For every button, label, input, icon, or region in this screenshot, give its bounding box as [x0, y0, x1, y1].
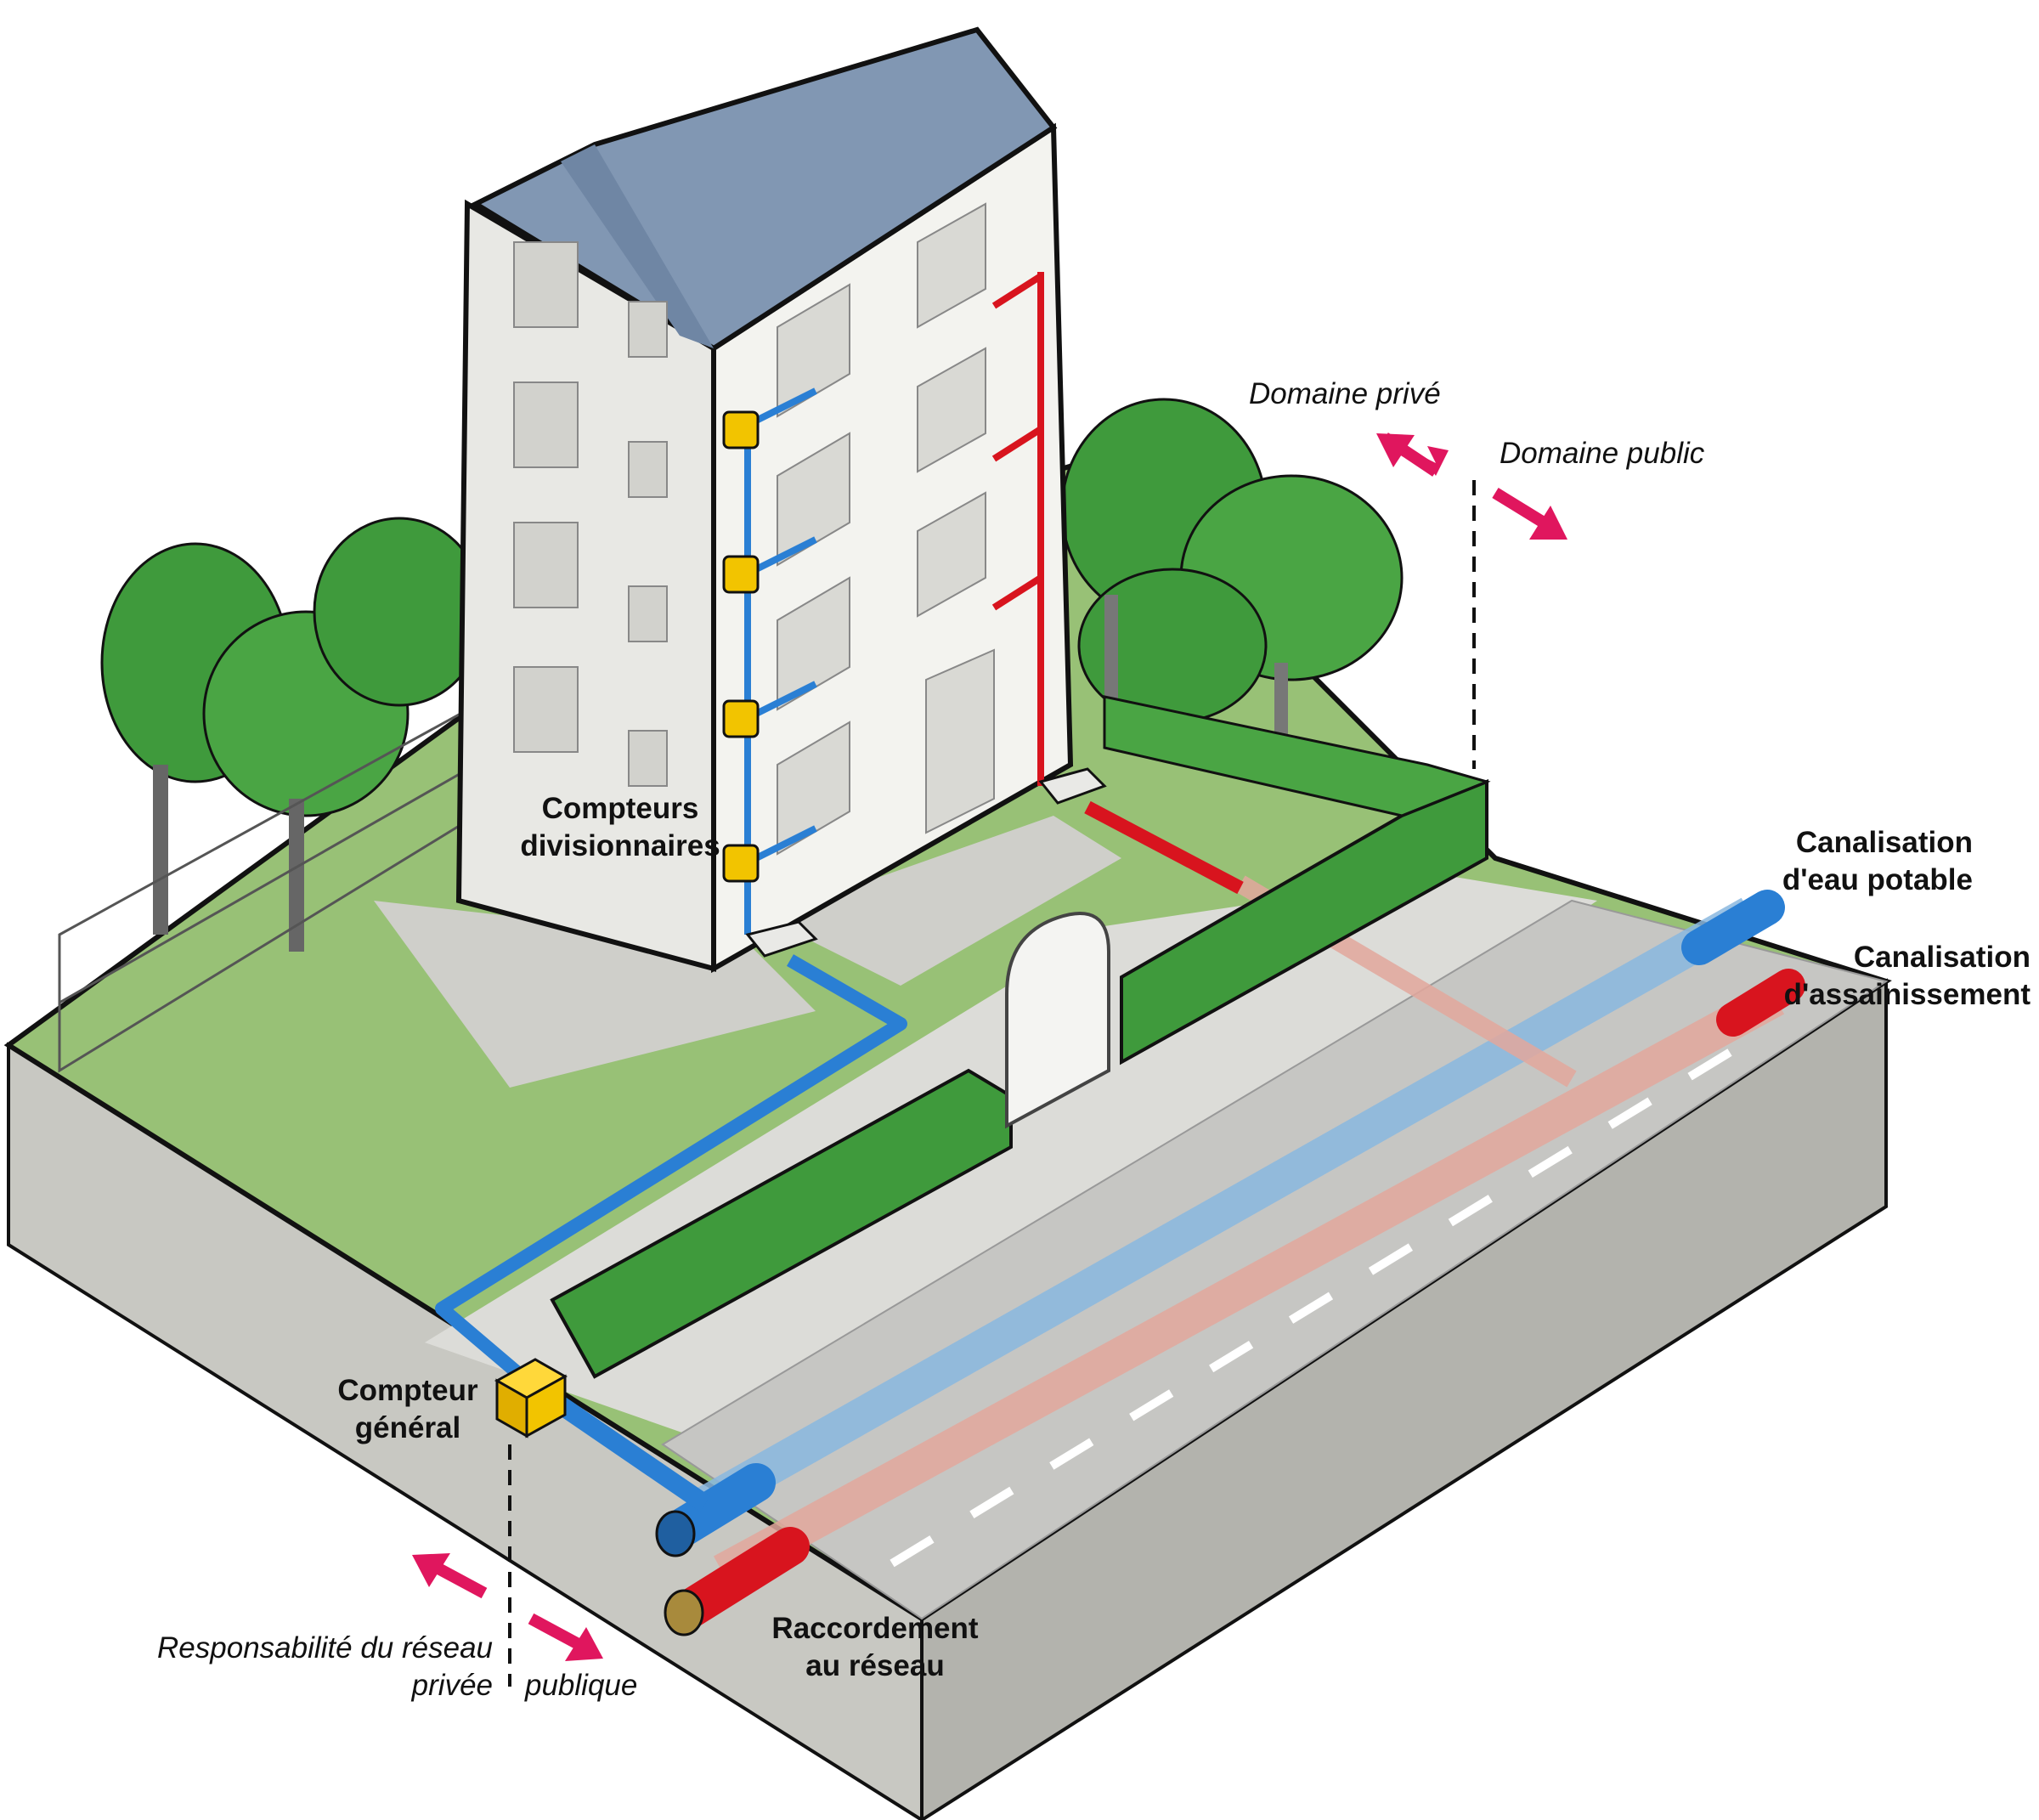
label-raccordement-line2: au réseau — [805, 1649, 945, 1682]
inspection-boxes — [745, 767, 1107, 958]
label-compteur-general-line2: général — [354, 1411, 461, 1444]
label-eau-potable: Canalisation d'eau potable — [1733, 824, 1973, 899]
hedge-back — [1103, 695, 1491, 817]
domaine-public-text: Domaine public — [1500, 437, 1705, 470]
building-sewer-riser — [991, 272, 1044, 786]
label-publique: publique — [525, 1667, 637, 1704]
label-compteurs-divisionnaires: Compteurs divisionnaires — [510, 790, 731, 865]
sewer-main-stub-left — [669, 1527, 810, 1630]
domaine-prive-text: Domaine privé — [1249, 377, 1441, 410]
sewer-main-end — [664, 1589, 704, 1636]
sewer-main-underground — [713, 982, 1785, 1588]
publique-text: publique — [525, 1669, 638, 1702]
hedge-right — [1120, 779, 1488, 1065]
sewer-service-pipe — [1084, 800, 1244, 895]
water-service-pipe — [435, 954, 907, 1387]
trees-left — [100, 517, 486, 952]
trees-right — [1060, 398, 1404, 782]
label-domaine-prive: Domaine privé — [1249, 376, 1441, 413]
garden-path — [765, 816, 1121, 986]
sewer-main-stub-right — [1716, 969, 1805, 1037]
arrow-publique — [528, 1613, 603, 1661]
label-assainissement-line2: d'assainissement — [1783, 978, 2031, 1011]
arrow-privee — [412, 1553, 488, 1599]
label-raccordement: Raccordement au réseau — [765, 1610, 986, 1685]
label-compteur-general-line1: Compteur — [337, 1374, 478, 1407]
label-eau-potable-line2: d'eau potable — [1782, 863, 1973, 896]
water-service-to-main — [538, 1385, 711, 1512]
responsabilite-text: Responsabilité du réseau — [157, 1631, 493, 1665]
label-compteur-general: Compteur général — [323, 1372, 493, 1447]
garden-gate — [1005, 912, 1110, 1129]
road-center-line — [890, 1041, 1744, 1568]
label-responsabilite: Responsabilité du réseau privée — [110, 1630, 493, 1704]
privee-text: privée — [411, 1669, 493, 1702]
arrow-domaine-prive — [1376, 432, 1449, 477]
arrow-domaine-public — [1492, 488, 1567, 540]
label-domaine-public: Domaine public — [1500, 435, 1704, 472]
label-assainissement: Canalisation d'assainissement — [1733, 939, 2031, 1014]
label-raccordement-line1: Raccordement — [771, 1612, 979, 1645]
water-main-end — [655, 1510, 696, 1557]
label-compteurs-line1: Compteurs — [541, 792, 699, 825]
label-compteurs-line2: divisionnaires — [520, 829, 720, 862]
sub-meters — [722, 410, 760, 883]
label-eau-potable-line1: Canalisation — [1795, 826, 1973, 859]
label-assainissement-line1: Canalisation — [1853, 941, 2031, 974]
water-main-stub-right — [1681, 890, 1785, 965]
building — [455, 26, 1074, 974]
sidewalk — [425, 875, 1597, 1461]
general-meter — [494, 1358, 568, 1438]
water-main-underground — [696, 897, 1759, 1520]
